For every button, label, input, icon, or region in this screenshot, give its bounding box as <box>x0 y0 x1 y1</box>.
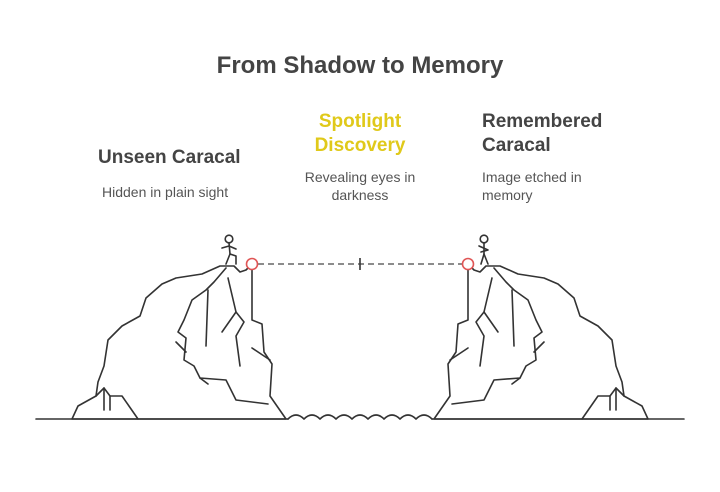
water-icon <box>287 414 433 420</box>
person-walking-icon <box>221 234 237 265</box>
step-3-heading: Remembered Caracal <box>482 111 603 156</box>
step-1-heading: Unseen Caracal <box>98 147 241 168</box>
step-2-description: Revealing eyes in darkness <box>304 169 416 203</box>
step-3-description: Image etched in memory <box>482 169 582 203</box>
start-marker <box>245 257 259 271</box>
page-title: From Shadow to Memory <box>216 52 504 79</box>
step-1-description: Hidden in plain sight <box>102 184 229 200</box>
step-2-heading: Spotlight Discovery <box>290 110 430 158</box>
end-marker <box>461 257 475 271</box>
cliff-icon <box>71 263 287 420</box>
person-standing-icon <box>478 234 489 265</box>
step-2-heading-text: Spotlight Discovery <box>314 111 406 156</box>
cliff-icon <box>433 263 649 420</box>
